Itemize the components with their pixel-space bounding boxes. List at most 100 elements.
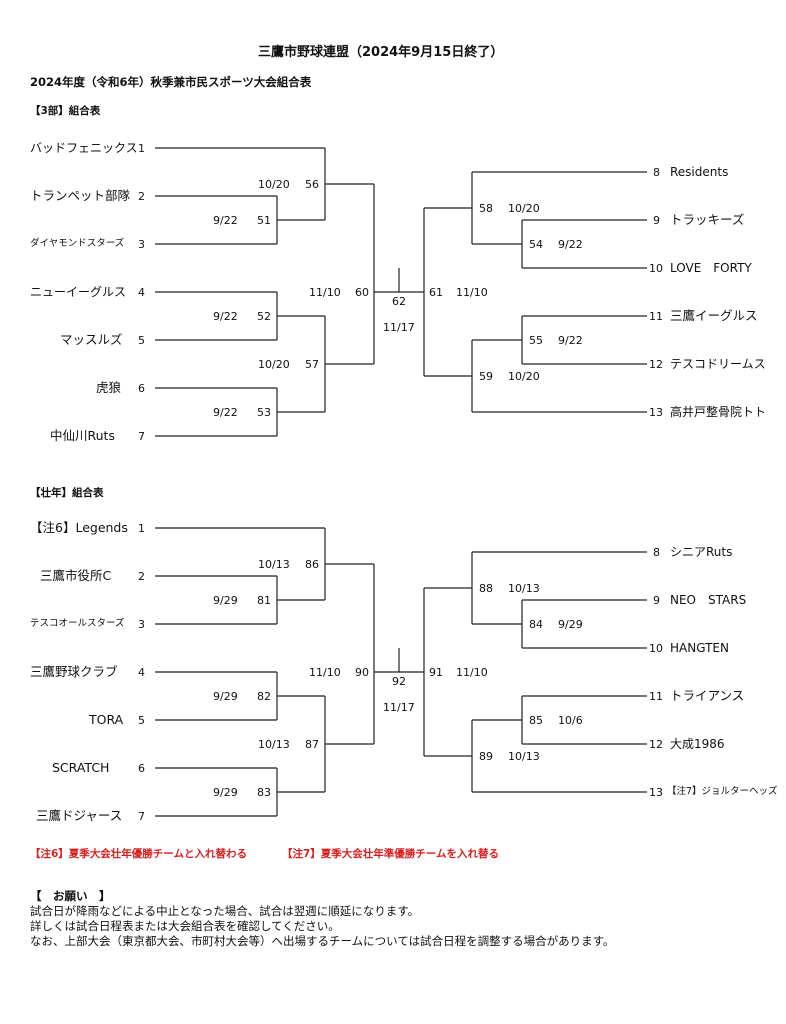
team-seed: 5	[138, 714, 145, 727]
match-number: 89	[479, 750, 493, 763]
team-name: トランペット部隊	[30, 188, 131, 203]
match-date: 11/10	[309, 286, 341, 299]
match-date: 9/22	[213, 310, 238, 323]
team-seed: 9	[653, 594, 660, 607]
team-seed: 3	[138, 618, 145, 631]
team-name: 高井戸整骨院トト	[670, 405, 767, 419]
match-number: 82	[257, 690, 271, 703]
team-name: テスコオールスターズ	[30, 618, 125, 629]
team-seed: 13	[649, 786, 663, 799]
match-date: 9/22	[558, 334, 583, 347]
match-date: 10/13	[258, 738, 290, 751]
match-number: 81	[257, 594, 271, 607]
team-name: 【注7】ジョルターヘッズ	[667, 786, 778, 797]
team-name: 中仙川Ruts	[50, 428, 115, 443]
team-seed: 10	[649, 642, 663, 655]
team-seed: 3	[138, 238, 145, 251]
match-number: 53	[257, 406, 271, 419]
team-name: 三鷹ドジャース	[36, 808, 123, 823]
team-name: Residents	[670, 165, 729, 179]
team-seed: 12	[649, 358, 663, 371]
team-seed: 13	[649, 406, 663, 419]
match-date: 10/13	[508, 582, 540, 595]
team-seed: 6	[138, 762, 145, 775]
team-name: TORA	[89, 712, 124, 727]
final-match-date: 11/17	[383, 321, 415, 334]
team-seed: 8	[653, 166, 660, 179]
team-name: シニアRuts	[670, 545, 733, 559]
match-date: 9/29	[213, 786, 238, 799]
team-name: バッドフェニックス	[30, 141, 138, 155]
team-seed: 4	[138, 666, 145, 679]
match-date: 9/29	[558, 618, 583, 631]
team-seed: 10	[649, 262, 663, 275]
match-date: 11/10	[456, 286, 488, 299]
match-number: 85	[529, 714, 543, 727]
team-seed: 5	[138, 334, 145, 347]
team-seed: 12	[649, 738, 663, 751]
match-date: 10/13	[508, 750, 540, 763]
team-name: 虎狼	[96, 380, 122, 395]
match-number: 51	[257, 214, 271, 227]
team-seed: 7	[138, 810, 145, 823]
match-number: 55	[529, 334, 543, 347]
team-name: 【注6】Legends	[30, 520, 128, 535]
team-seed: 1	[138, 522, 145, 535]
match-number: 83	[257, 786, 271, 799]
match-number: 56	[305, 178, 319, 191]
match-date: 10/20	[508, 202, 540, 215]
match-number: 58	[479, 202, 493, 215]
team-seed: 1	[138, 142, 145, 155]
match-date: 9/29	[213, 594, 238, 607]
team-name: 三鷹市役所C	[40, 568, 112, 583]
match-date: 11/10	[456, 666, 488, 679]
match-number: 84	[529, 618, 543, 631]
team-name: トライアンス	[670, 688, 745, 703]
team-seed: 7	[138, 430, 145, 443]
team-name: 大成1986	[670, 737, 725, 751]
match-date: 10/13	[258, 558, 290, 571]
match-date: 10/20	[258, 358, 290, 371]
section-label-3bu: 【3部】組合表	[30, 105, 101, 117]
section-label-senior: 【壮年】組合表	[30, 487, 104, 499]
match-date: 9/22	[558, 238, 583, 251]
match-date: 9/22	[213, 406, 238, 419]
final-match-date: 11/17	[383, 701, 415, 714]
team-seed: 2	[138, 190, 145, 203]
match-number: 54	[529, 238, 543, 251]
request-line: なお、上部大会（東京都大会、市町村大会等）へ出場するチームについては試合日程を調…	[30, 934, 615, 948]
note-7: 【注7】夏季大会壮年準優勝チームを入れ替る	[282, 848, 499, 860]
match-number: 90	[355, 666, 369, 679]
team-name: SCRATCH	[52, 760, 110, 775]
match-number: 86	[305, 558, 319, 571]
match-number: 61	[429, 286, 443, 299]
match-number: 57	[305, 358, 319, 371]
team-seed: 9	[653, 214, 660, 227]
team-seed: 6	[138, 382, 145, 395]
request-heading: 【 お願い 】	[30, 889, 111, 903]
team-name: NEO STARS	[670, 593, 747, 607]
match-number: 88	[479, 582, 493, 595]
team-seed: 2	[138, 570, 145, 583]
team-name: 三鷹野球クラブ	[30, 664, 118, 679]
team-name: ニューイーグルス	[30, 285, 127, 299]
note-6: 【注6】夏季大会壮年優勝チームと入れ替わる	[30, 848, 247, 860]
team-name: ダイヤモンドスターズ	[30, 238, 125, 249]
team-name: マッスルズ	[60, 332, 123, 347]
match-date: 10/20	[508, 370, 540, 383]
match-number: 60	[355, 286, 369, 299]
match-date: 10/6	[558, 714, 583, 727]
match-date: 9/22	[213, 214, 238, 227]
team-name: テスコドリームス	[670, 357, 766, 371]
team-name: トラッキーズ	[670, 212, 745, 227]
team-name: 三鷹イーグルス	[670, 308, 758, 323]
match-number: 52	[257, 310, 271, 323]
team-seed: 11	[649, 310, 663, 323]
team-name: LOVE FORTY	[670, 261, 752, 275]
team-seed: 8	[653, 546, 660, 559]
match-number: 59	[479, 370, 493, 383]
match-date: 9/29	[213, 690, 238, 703]
match-date: 10/20	[258, 178, 290, 191]
